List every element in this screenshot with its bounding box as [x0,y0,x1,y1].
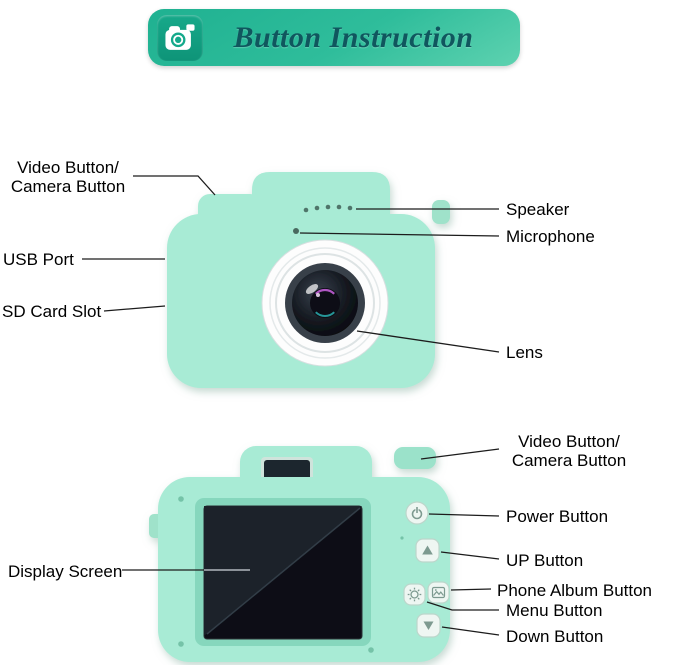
back-camera-illustration [149,446,450,662]
menu-button [403,583,426,606]
label-phone-album-button: Phone Album Button [497,581,653,600]
microphone-dot [293,228,299,234]
label-power-button: Power Button [506,507,609,526]
up-arrow-icon [422,545,433,555]
lens [261,239,389,367]
header-banner: Button Instruction [148,9,520,66]
label-usb-port: USB Port [3,250,74,269]
shutter-button [394,447,436,469]
label-video-camera-button-front: Video Button/ Camera Button [10,158,126,196]
speaker-dots [303,204,353,213]
label-display-screen: Display Screen [8,562,123,581]
photo-album-icon [431,586,446,599]
label-microphone: Microphone [506,227,595,246]
down-button [416,613,441,638]
label-down-button: Down Button [506,627,604,646]
label-speaker: Speaker [506,200,570,219]
display-screen [195,498,371,646]
power-button [405,501,429,525]
down-arrow-icon [423,621,434,630]
phone-album-button [427,581,450,604]
camera-icon [157,14,203,61]
label-menu-button: Menu Button [506,601,603,620]
label-video-camera-button-back: Video Button/ Camera Button [511,432,627,470]
label-lens: Lens [506,343,543,362]
label-sd-card-slot: SD Card Slot [2,302,102,321]
front-camera-illustration [167,172,450,388]
leader-lines [82,175,500,636]
gear-icon [407,587,422,602]
up-button [415,538,440,563]
page-title: Button Instruction [233,20,474,54]
label-up-button: UP Button [506,551,584,570]
